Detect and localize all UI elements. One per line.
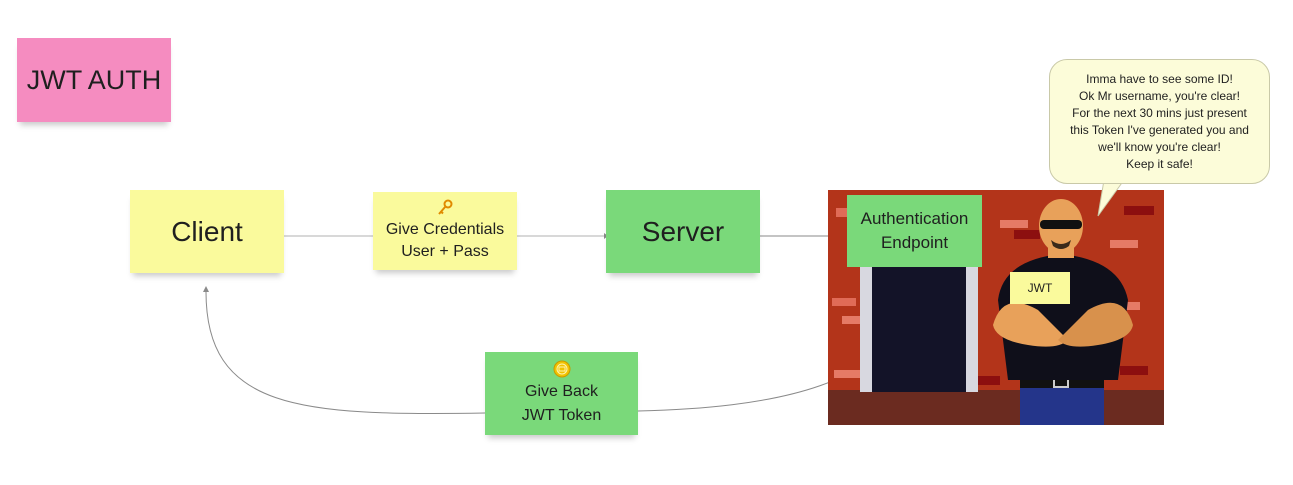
endpoint-line-1: Authentication — [860, 209, 969, 228]
client-note: Client — [130, 190, 284, 273]
token-line-1: Give Back — [525, 382, 598, 400]
title-label: JWT AUTH — [26, 64, 162, 95]
bubble-line-5: we'll know you're clear! — [1098, 139, 1221, 154]
authentication-endpoint-note: Authentication Endpoint — [847, 195, 982, 267]
bubble-line-6: Keep it safe! — [1126, 156, 1193, 171]
credentials-line-2: User + Pass — [401, 243, 489, 260]
client-label: Client — [171, 215, 243, 247]
bubble-line-2: Ok Mr username, you're clear! — [1078, 88, 1240, 103]
bubble-line-4: this Token I've generated you and — [1070, 122, 1249, 137]
jwt-badge: JWT — [1010, 272, 1070, 304]
bouncer-illustration — [828, 190, 1164, 425]
speech-bubble-tail — [1097, 178, 1125, 217]
arrowhead-client — [203, 286, 209, 292]
floor — [828, 390, 1164, 425]
doorway — [860, 250, 978, 392]
give-credentials-note: Give Credentials User + Pass — [373, 192, 517, 270]
speech-bubble: Imma have to see some ID! Ok Mr username… — [1049, 59, 1270, 184]
server-note: Server — [606, 190, 760, 273]
coin-icon — [553, 360, 570, 377]
bubble-line-3: For the next 30 mins just present — [1072, 105, 1247, 120]
token-line-2: JWT Token — [521, 406, 602, 424]
diagram-title: JWT AUTH — [17, 38, 171, 122]
bubble-line-1: Imma have to see some ID! — [1086, 71, 1233, 86]
endpoint-line-2: Endpoint — [880, 233, 949, 252]
connector-token-to-client — [205, 289, 486, 415]
jwt-badge-label: JWT — [1027, 281, 1053, 295]
credentials-line-1: Give Credentials — [385, 221, 505, 238]
server-label: Server — [641, 215, 725, 247]
key-icon — [438, 199, 453, 215]
give-back-token-note: Give Back JWT Token — [485, 352, 638, 435]
